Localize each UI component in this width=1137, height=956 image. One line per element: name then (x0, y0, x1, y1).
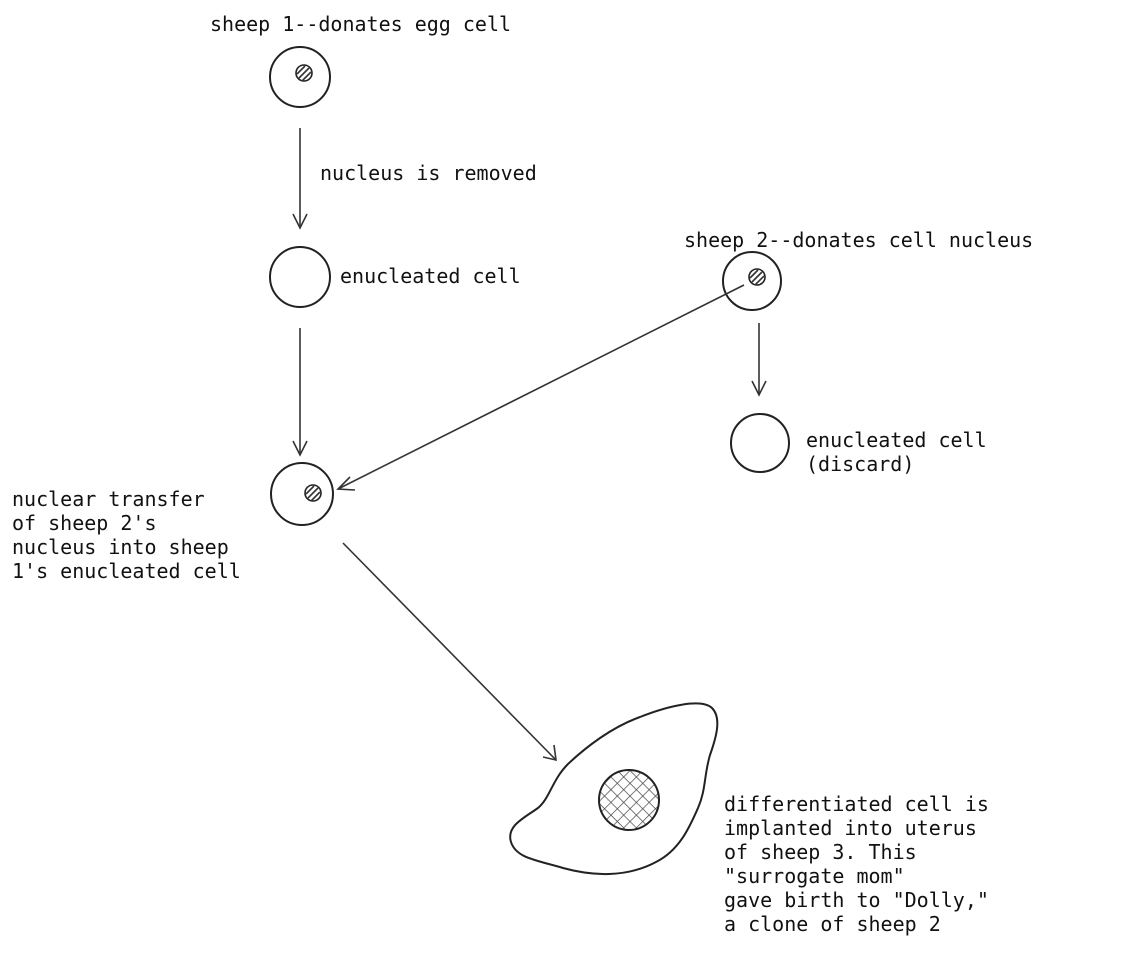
arrow-to-uterus (342, 542, 557, 762)
nucleus-icon (304, 484, 322, 502)
implant-line-5: gave birth to "Dolly," (724, 888, 989, 912)
implant-line-1: differentiated cell is (724, 792, 989, 816)
transfer-line-1: nuclear transfer (12, 487, 205, 511)
implant-line-3: of sheep 3. This (724, 840, 917, 864)
hatched-nucleus (598, 769, 660, 831)
sheep2-cell (722, 251, 782, 311)
enucleated-cell-1 (269, 246, 331, 308)
arrow-to-transfer (292, 328, 308, 457)
arrow-nucleus-transfer (336, 284, 745, 491)
arrow-to-discard (751, 323, 767, 397)
differentiated-cell (509, 702, 719, 875)
egg-cell (269, 46, 331, 108)
discard-line-2: (discard) (806, 452, 914, 476)
nucleus-icon (295, 64, 313, 82)
implant-label: differentiated cell is implanted into ut… (724, 792, 1001, 936)
implant-line-4: "surrogate mom" (724, 864, 905, 888)
sheep2-label: sheep 2--donates cell nucleus (684, 228, 1033, 252)
nucleus-removed-label: nucleus is removed (320, 161, 537, 185)
enucleated-cell-1-label: enucleated cell (340, 264, 521, 288)
transfer-cell (270, 462, 334, 526)
nucleus-icon (748, 268, 766, 286)
implant-line-2: implanted into uterus (724, 816, 977, 840)
transfer-line-2: of sheep 2's (12, 511, 157, 535)
discard-line-1: enucleated cell (806, 428, 987, 452)
enucleated-cell-2-label: enucleated cell (discard) (806, 428, 999, 476)
transfer-line-3: nucleus into sheep (12, 535, 229, 559)
enucleated-cell-2 (730, 413, 790, 473)
transfer-line-4: 1's enucleated cell (12, 559, 241, 583)
nuclear-transfer-label: nuclear transfer of sheep 2's nucleus in… (12, 487, 241, 583)
sheep1-label: sheep 1--donates egg cell (210, 12, 511, 36)
implant-line-6: a clone of sheep 2 (724, 912, 941, 936)
arrow-remove-nucleus (292, 128, 308, 230)
